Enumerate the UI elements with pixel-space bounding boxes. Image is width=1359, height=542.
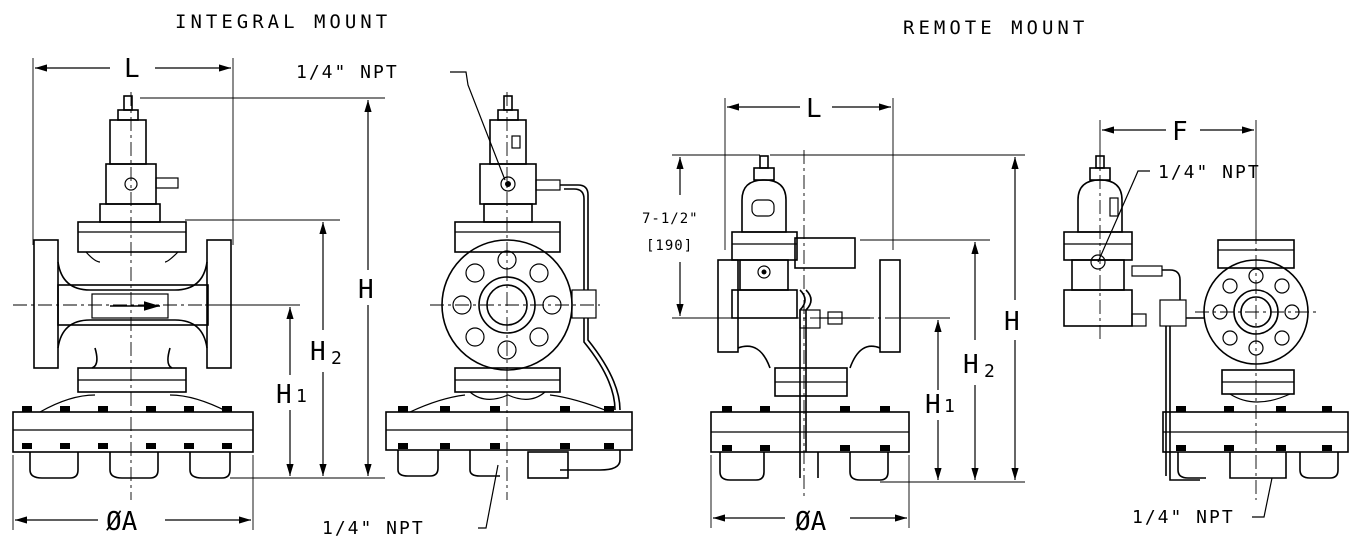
remote-F-dimension: F — [1102, 117, 1254, 147]
integral-side-view — [12, 58, 254, 500]
integral-H2-label: H — [310, 337, 326, 367]
remote-npt-bottom-label: 1/4" NPT — [1132, 507, 1235, 528]
remote-height-dimensions: H H 2 H 1 — [770, 154, 1025, 483]
integral-npt-top-label: 1/4" NPT — [296, 62, 399, 83]
integral-npt-callouts: 1/4" NPT 1/4" NPT — [296, 62, 506, 539]
remote-H2-sub: 2 — [984, 361, 997, 382]
remote-front-view — [1063, 120, 1349, 500]
integral-mount-title: INTEGRAL MOUNT — [175, 11, 391, 33]
remote-npt-top-label: 1/4" NPT — [1158, 162, 1261, 183]
remote-mount-title: REMOTE MOUNT — [903, 17, 1088, 39]
integral-A-label: ØA — [106, 507, 138, 537]
remote-L-label: L — [806, 94, 822, 124]
remote-H-label: H — [1004, 307, 1020, 337]
remote-npt-callouts: 1/4" NPT 1/4" NPT — [1097, 162, 1273, 528]
integral-L-dimension: L — [35, 54, 231, 84]
remote-height-metric-label: [190] — [646, 238, 693, 254]
integral-npt-bottom-label: 1/4" NPT — [322, 518, 425, 539]
remote-A-dimension: ØA — [710, 455, 910, 537]
remote-H1-label: H — [925, 390, 941, 420]
remote-A-label: ØA — [795, 507, 827, 537]
integral-H-label: H — [358, 275, 374, 305]
integral-A-dimension: ØA — [12, 455, 254, 537]
remote-side-view — [710, 98, 930, 500]
remote-pilot-height-dimension: 7-1/2" [190] — [642, 154, 760, 319]
integral-L-label: L — [124, 54, 140, 84]
integral-H1-label: H — [276, 380, 292, 410]
integral-height-dimensions: H H 2 H 1 — [140, 97, 385, 479]
remote-H1-sub: 1 — [944, 396, 957, 417]
integral-front-view — [385, 92, 633, 500]
remote-height-label: 7-1/2" — [642, 211, 699, 227]
integral-H2-sub: 2 — [331, 348, 344, 369]
remote-H2-label: H — [963, 350, 979, 380]
integral-H1-sub: 1 — [296, 386, 309, 407]
remote-F-label: F — [1172, 117, 1188, 147]
remote-L-dimension: L — [727, 94, 891, 124]
